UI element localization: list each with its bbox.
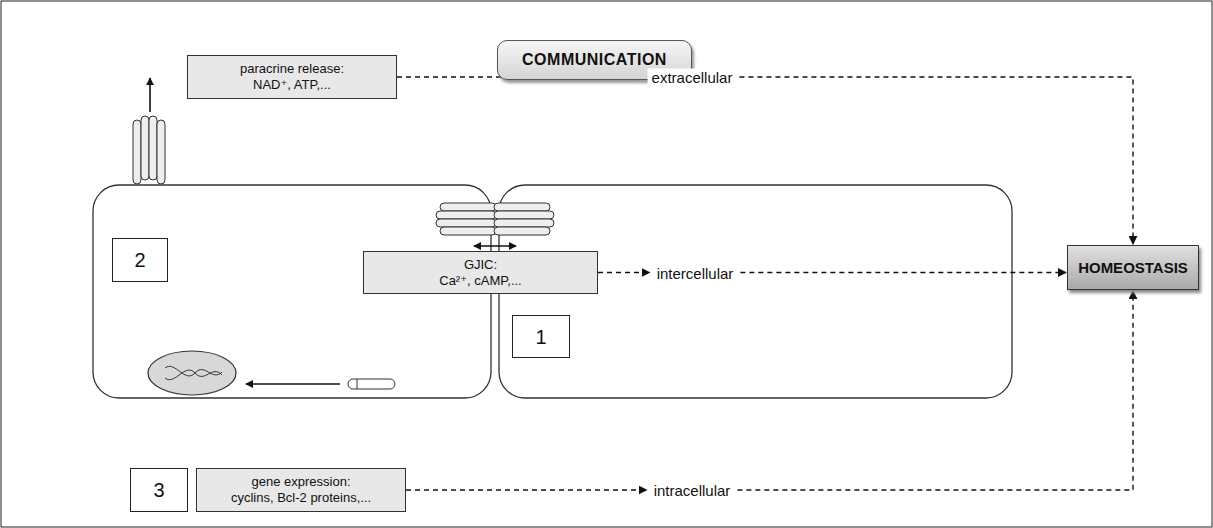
outcome-box: HOMEOSTASIS <box>1067 245 1199 290</box>
process-box: paracrine release: NAD⁺, ATP,... <box>187 55 397 99</box>
callout-number: 3 <box>130 468 188 512</box>
edge-label: intercellular <box>653 264 738 281</box>
connector-segment <box>740 272 1066 273</box>
node-text: gene expression: cyclins, Bcl-2 proteins… <box>231 474 371 505</box>
node-text: 1 <box>535 325 546 349</box>
release-arrow <box>149 78 151 112</box>
hemichannel <box>133 116 165 184</box>
node-text: GJIC: Ca²⁺, cAMP,... <box>439 257 521 288</box>
connector-segment <box>739 77 1133 244</box>
connector-segment <box>406 489 647 490</box>
node-text: paracrine release: NAD⁺, ATP,... <box>240 61 344 92</box>
node-text: 3 <box>153 478 164 502</box>
exchange-arrow <box>474 245 516 247</box>
signal-molecule-cap <box>357 379 358 389</box>
gap-junction <box>436 203 554 235</box>
connector-segment <box>598 272 650 273</box>
signal-molecule <box>348 379 395 389</box>
nucleus <box>148 351 236 395</box>
node-text: 2 <box>134 248 145 272</box>
callout-number: 2 <box>112 238 168 282</box>
dashed-connector <box>406 291 1133 490</box>
process-box: gene expression: cyclins, Bcl-2 proteins… <box>196 468 406 512</box>
edge-label: intracellular <box>650 482 735 499</box>
node-text: COMMUNICATION <box>522 50 667 69</box>
signal-arrow <box>246 383 340 385</box>
edge-label: extracellular <box>648 69 737 86</box>
node-text: HOMEOSTASIS <box>1078 259 1188 277</box>
process-box: GJIC: Ca²⁺, cAMP,... <box>363 251 598 294</box>
connector-segment <box>737 291 1133 490</box>
callout-number: 1 <box>512 315 570 358</box>
dna-strand <box>165 366 222 379</box>
dashed-connector <box>397 77 1133 244</box>
